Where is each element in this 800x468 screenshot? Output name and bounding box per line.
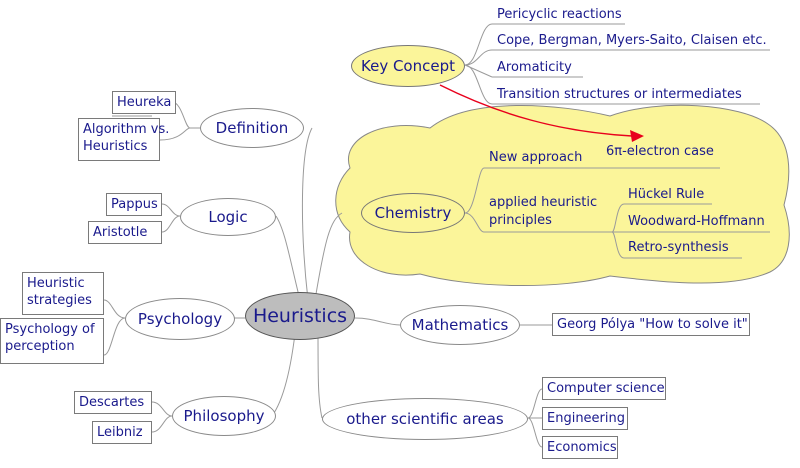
- engineering-box: Engineering: [542, 407, 628, 430]
- arrowhead-icon: [630, 130, 644, 142]
- logic-label: Logic: [208, 208, 248, 226]
- center-node[interactable]: Heuristics: [245, 292, 355, 340]
- key-concept-item: Cope, Bergman, Myers-Saito, Claisen etc.: [497, 33, 767, 48]
- descartes-box: Descartes: [74, 391, 152, 414]
- philosophy-label: Philosophy: [183, 407, 265, 425]
- new-approach-label: New approach: [489, 150, 583, 165]
- leibniz-box: Leibniz: [92, 421, 152, 444]
- algorithm-box: Algorithm vs. Heuristics: [78, 118, 169, 161]
- psychology-node[interactable]: Psychology: [125, 298, 235, 340]
- applied-heuristic-label: applied heuristic: [489, 195, 598, 210]
- heuristic-strategies-box: Heuristic strategies: [22, 272, 104, 315]
- chemistry-label: Chemistry: [374, 204, 452, 222]
- electron-case-label: 6π-electron case: [606, 144, 714, 159]
- key-concept-item: Aromaticity: [497, 60, 572, 75]
- definition-label: Definition: [215, 119, 289, 137]
- logic-node[interactable]: Logic: [180, 198, 276, 236]
- definition-node[interactable]: Definition: [200, 108, 304, 148]
- woodward-hoffmann-label: Woodward-Hoffmann: [628, 214, 765, 229]
- key-concept-node[interactable]: Key Concept: [351, 45, 465, 87]
- retro-synthesis-label: Retro-synthesis: [628, 240, 729, 255]
- huckel-rule-label: Hückel Rule: [628, 187, 705, 202]
- philosophy-node[interactable]: Philosophy: [172, 396, 276, 436]
- heureka-box: Heureka: [112, 91, 176, 114]
- other-areas-label: other scientific areas: [346, 410, 504, 428]
- economics-box: Economics: [542, 436, 618, 459]
- psychology-label: Psychology: [137, 310, 223, 328]
- key-concept-item: Pericyclic reactions: [497, 7, 622, 22]
- chemistry-highlight-cloud: [335, 104, 790, 286]
- principles-label: principles: [489, 213, 552, 228]
- key-concept-label: Key Concept: [361, 57, 455, 75]
- center-label: Heuristics: [252, 305, 348, 327]
- pappus-box: Pappus: [106, 193, 162, 216]
- computer-science-box: Computer science: [542, 377, 666, 400]
- other-areas-node[interactable]: other scientific areas: [322, 398, 528, 440]
- polya-box: Georg Pólya "How to solve it": [552, 313, 750, 336]
- key-concept-arrow: [439, 84, 633, 137]
- chemistry-node[interactable]: Chemistry: [361, 193, 465, 233]
- psychology-of-perception-box: Psychology of perception: [0, 318, 104, 364]
- mathematics-node[interactable]: Mathematics: [400, 305, 520, 345]
- aristotle-box: Aristotle: [88, 221, 162, 244]
- mathematics-label: Mathematics: [411, 316, 509, 334]
- key-concept-item: Transition structures or intermediates: [497, 87, 742, 102]
